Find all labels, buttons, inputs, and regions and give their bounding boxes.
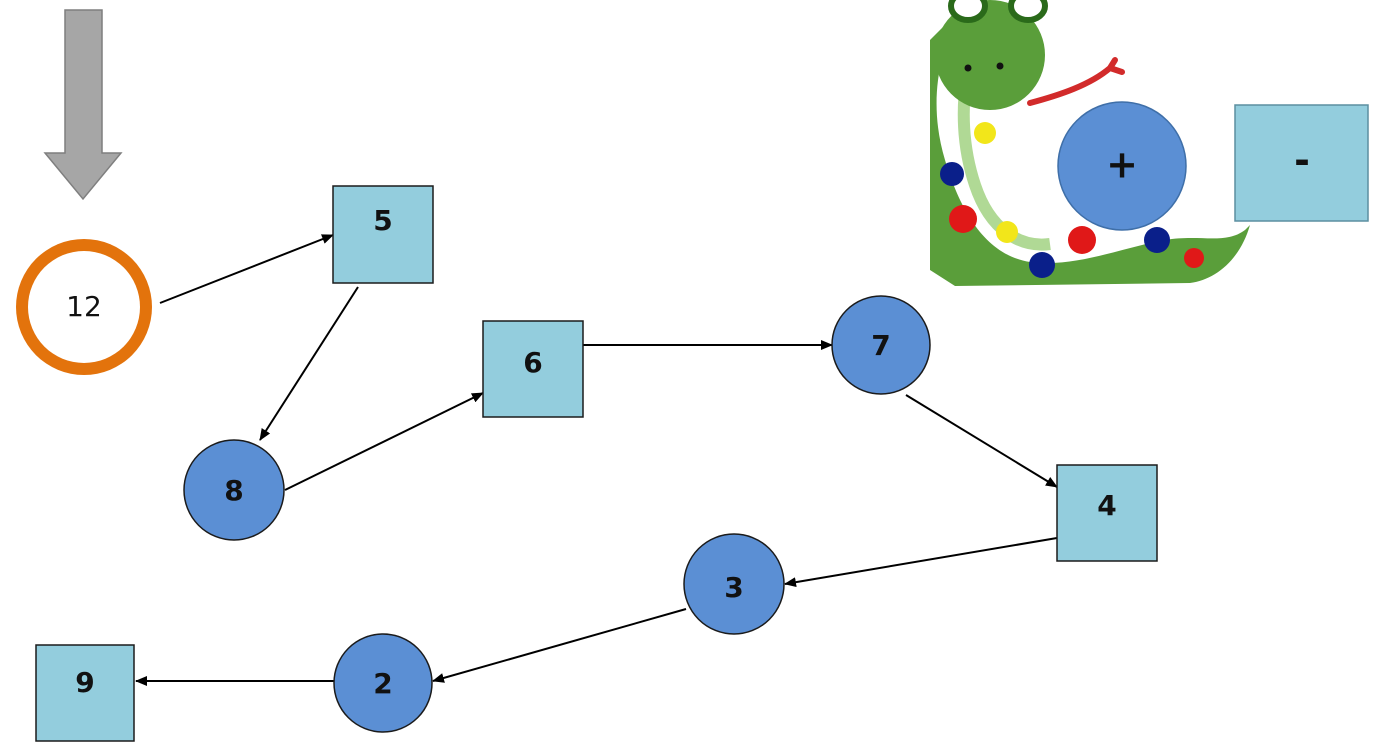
edge-start-5 [159,234,334,304]
node-label: 8 [224,474,243,507]
node-7: 7 [831,295,931,395]
node-label: 9 [75,666,94,699]
node-6: 6 [482,320,584,418]
snake-spot [1144,227,1170,253]
edge-8-6 [284,392,484,491]
node-label: 6 [523,346,542,379]
snake-nostril-left [964,64,972,72]
snake-eye-right [1008,0,1048,23]
snake-spot [940,162,964,186]
circle-node [333,633,433,733]
snake-head [935,0,1045,110]
square-node [482,320,584,418]
edge-3-2 [432,608,687,683]
node-label: 7 [871,329,890,362]
start-value: 12 [66,290,102,323]
square-node [1056,464,1158,562]
snake-spot [974,122,996,144]
snake-icon [930,0,1250,286]
legend-plus-label: + [1106,143,1138,187]
snake-spot [949,205,977,233]
node-9: 9 [35,644,135,742]
node-label: 3 [724,571,743,604]
edge-5-8 [259,286,359,441]
start-pointer-arrow-icon [43,9,123,201]
edges [135,234,1058,686]
circle-node [831,295,931,395]
legend-minus-label: - [1294,139,1310,183]
legend: + - [1057,101,1369,231]
square-node [332,185,434,284]
legend-minus-square [1234,104,1369,222]
circle-node [683,533,785,635]
node-label: 5 [373,204,392,237]
snake-spot [1184,248,1204,268]
legend-plus-circle [1057,101,1187,231]
edge-7-4 [905,394,1058,488]
snake-eye-left [948,0,988,23]
node-4: 4 [1056,464,1158,562]
node-label: 4 [1097,489,1116,522]
snake-nostril-right [996,62,1004,70]
node-3: 3 [683,533,785,635]
node-label: 2 [373,667,392,700]
edge-4-3 [784,537,1058,588]
snake-spot [1029,252,1055,278]
circle-node [183,439,285,541]
node-2: 2 [333,633,433,733]
square-node [35,644,135,742]
node-8: 8 [183,439,285,541]
node-5: 5 [332,185,434,284]
snake-spot [996,221,1018,243]
snake-body [930,10,1250,286]
snake-spot [1068,226,1096,254]
start-node: 12 [16,239,152,375]
start-inner [28,251,140,363]
snake-tongue [1027,57,1125,106]
